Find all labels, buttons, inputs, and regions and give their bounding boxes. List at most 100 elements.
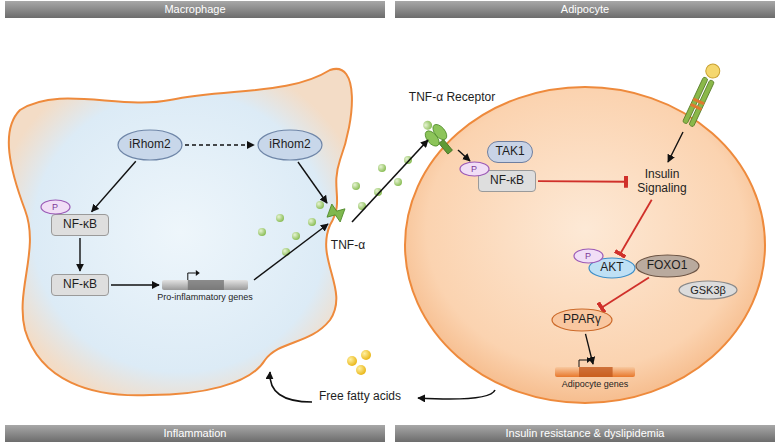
connector: [538, 180, 627, 182]
phospho-circle: P: [40, 199, 71, 215]
tnf-dots: [404, 156, 412, 164]
protein-pill: TAK1: [487, 141, 533, 163]
cytokine-label: TNF-α: [331, 239, 365, 253]
node-outline: [636, 255, 699, 277]
connector: [185, 144, 254, 145]
footer-band: Insulin resistance & dyslipidemia: [395, 425, 775, 442]
layout-arrows: [298, 162, 327, 203]
layout-arrows: [458, 150, 470, 161]
fatty-acid-dots: [347, 356, 357, 366]
promoter-arrowhead: [196, 270, 200, 276]
promoter-arrow: [188, 273, 196, 280]
gene-label: Adipocyte genes: [562, 379, 629, 389]
layout-arrows: [418, 390, 495, 399]
node-text: AKT: [600, 261, 623, 275]
connector: [92, 161, 136, 212]
node-text: iRhom2: [129, 138, 170, 152]
tnf-dots: [308, 218, 316, 226]
gene-graphic: [555, 367, 635, 377]
protein-ellipse: iRhom2: [257, 129, 323, 161]
gene-bar: Pro-inflammatory genes: [162, 280, 248, 290]
connector: [79, 238, 80, 271]
phospho-circle: P: [459, 161, 490, 177]
tnf-dots: [378, 164, 386, 172]
layout-arrows: [254, 132, 683, 402]
tnf-channel: [327, 204, 345, 222]
node-text: GSK3β: [690, 284, 726, 297]
node-text: NF-κB: [63, 218, 97, 232]
gene-bar: Adipocyte genes: [555, 367, 635, 377]
tnf-dots: [292, 232, 300, 240]
insulin-receptor: [689, 80, 715, 127]
node-text: Inflammation: [164, 427, 227, 440]
node-text: Insulin Signaling: [632, 168, 692, 196]
gene-exon: [188, 280, 224, 290]
node-text: Macrophage: [164, 3, 225, 16]
protein-ellipse: FOXO1: [635, 254, 700, 278]
insulin-receptor: [693, 98, 705, 106]
receptor-label: TNF-α Receptor: [409, 91, 495, 105]
tnf-dots: [258, 228, 266, 236]
layout-arrows: [254, 224, 328, 280]
header-band: Macrophage: [5, 1, 385, 18]
gene-label: Pro-inflammatory genes: [157, 292, 253, 302]
insulin-receptor: [682, 62, 723, 128]
node-outline: [679, 281, 737, 299]
pathway-label: Insulin Signaling: [630, 166, 694, 198]
tnf-dots: [316, 201, 324, 209]
node-text: Adipocyte: [561, 3, 609, 16]
layout-arrows: [270, 372, 312, 402]
gene-exon: [579, 367, 613, 377]
node-outline: [41, 200, 70, 214]
header-band: Adipocyte: [395, 1, 775, 18]
macrophage-cell: [9, 69, 352, 395]
node-text: NF-κB: [63, 278, 97, 292]
tnf-channel: [327, 204, 345, 222]
tnf-dots: [394, 178, 402, 186]
fatty-acid-dots: [356, 365, 366, 375]
protein-ellipse: GSK3β: [678, 280, 738, 300]
tnf-dots: [276, 214, 284, 222]
gene-graphic: [162, 280, 248, 290]
protein-box: NF-κB: [478, 170, 536, 192]
node-text: iRhom2: [269, 138, 310, 152]
promoter-arrow: [579, 360, 587, 367]
node-text: P: [52, 202, 58, 212]
protein-box: NF-κB: [51, 214, 109, 236]
protein-box: NF-κB: [51, 274, 109, 296]
node-outline: [258, 130, 322, 160]
node-outline: [574, 249, 603, 263]
tnf-receptor: [430, 122, 449, 142]
layout-arrows: [668, 132, 683, 162]
tnf-dots: [258, 156, 412, 256]
node-text: TAK1: [495, 145, 524, 159]
tnf-dots: [282, 248, 290, 256]
node-outline: [589, 258, 635, 278]
adipocyte-cell: [405, 87, 765, 403]
metabolite-label: Free fatty acids: [317, 388, 404, 406]
node-text: P: [585, 251, 591, 261]
node-outline: [552, 309, 612, 331]
gene-body: [555, 367, 635, 377]
node-text: Free fatty acids: [319, 390, 401, 404]
protein-ellipse: PPARγ: [551, 308, 613, 332]
tnf-receptor: [417, 115, 458, 158]
protein-ellipse: iRhom2: [117, 129, 183, 161]
footer-band: Inflammation: [5, 425, 385, 442]
fatty-acid-dots: [347, 350, 371, 375]
node-text: PPARγ: [563, 313, 601, 327]
node-text: FOXO1: [647, 259, 688, 273]
tnf-dots: [352, 182, 360, 190]
connector: [601, 277, 649, 308]
node-text: NF-κB: [490, 174, 524, 188]
layout-arrows: [352, 140, 428, 222]
connector: [111, 284, 159, 285]
fatty-acid-dots: [361, 350, 371, 360]
phospho-circle: P: [573, 248, 604, 264]
promoter-arrowhead: [587, 357, 591, 363]
node-text: Insulin resistance & dyslipidemia: [506, 427, 665, 440]
connector: [620, 200, 652, 255]
node-text: P: [471, 164, 477, 174]
